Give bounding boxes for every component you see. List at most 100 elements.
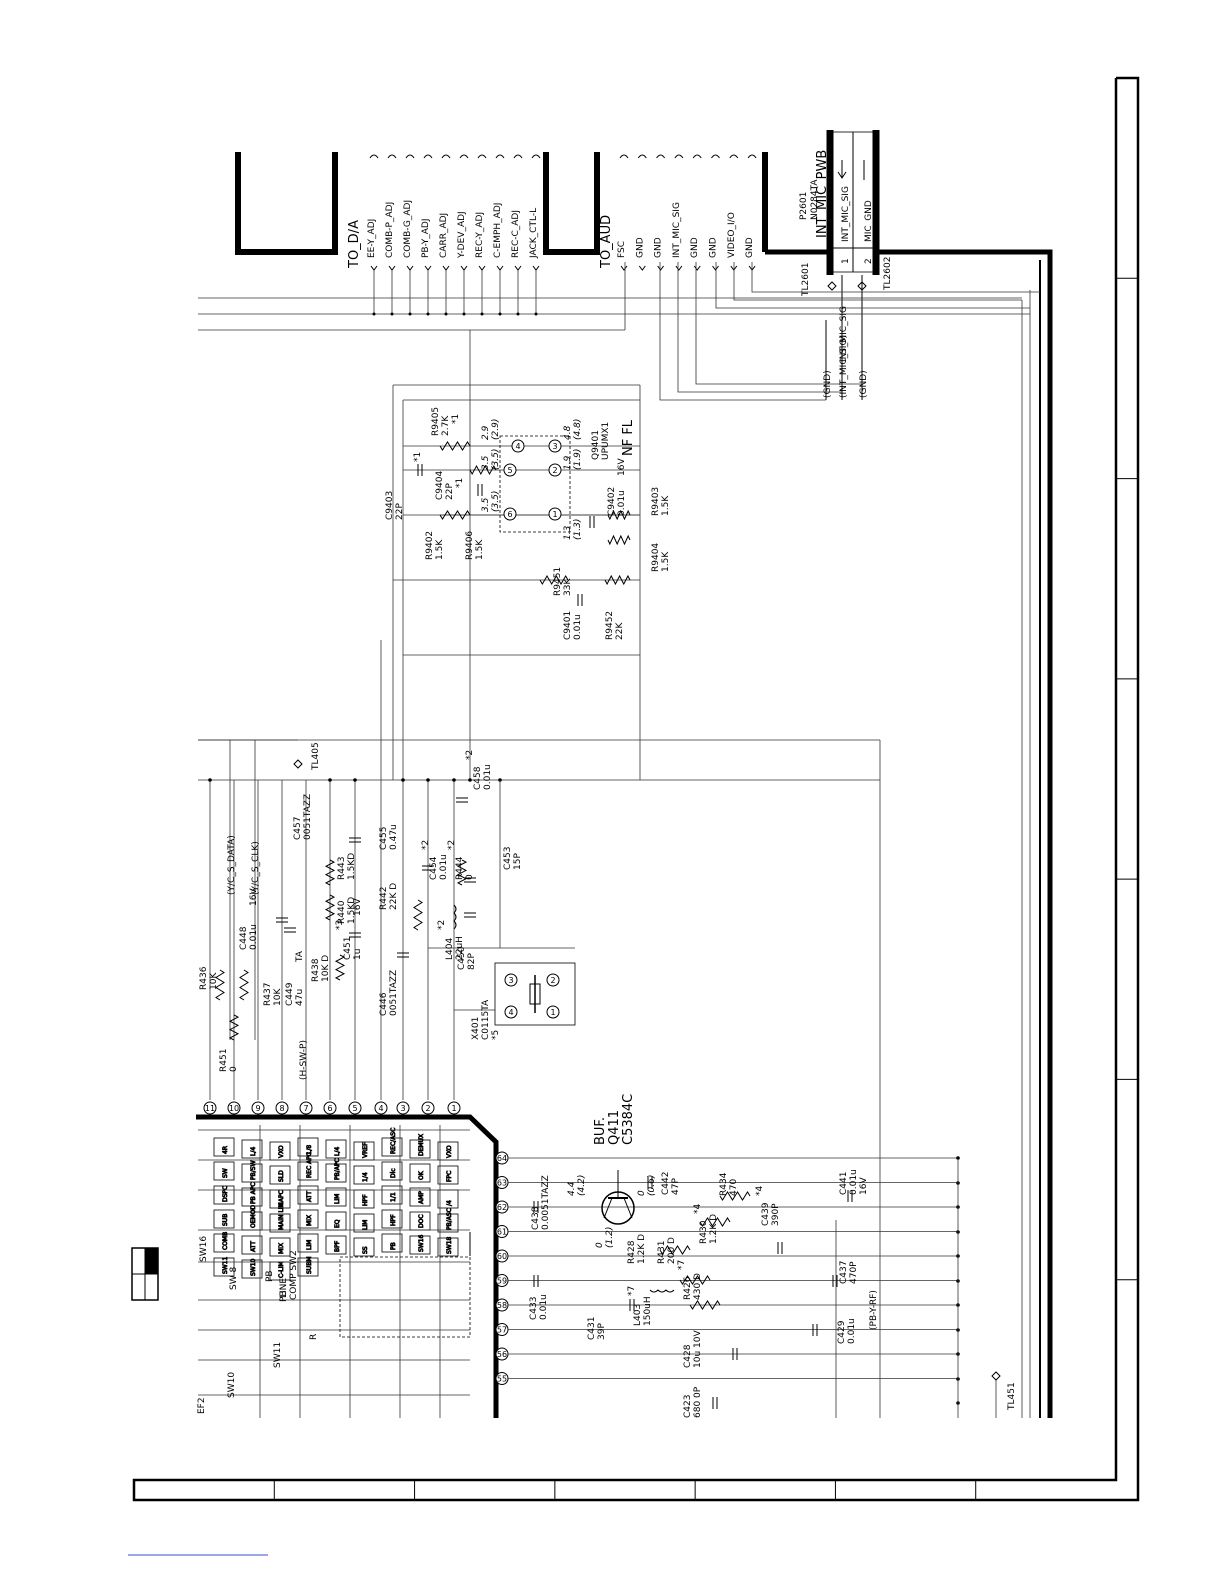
q9401-pin: 4: [511, 439, 525, 453]
svg-text:5: 5: [352, 1104, 357, 1113]
p2601-title: INT_MIC_PWB: [815, 150, 830, 238]
part-value: 1.5KD: [347, 897, 357, 924]
crystal-pin: 4: [504, 1005, 518, 1019]
q9401-pin: 2: [548, 463, 562, 477]
ic-pin-marker: 2: [421, 1101, 435, 1115]
to-da-signal-label: C-EMPH_ADJ: [493, 203, 503, 258]
ic-function-block: DOC: [409, 1211, 431, 1231]
connector-contact-icon: [369, 154, 379, 159]
ic-function-block: 1/1: [381, 1185, 403, 1205]
p2601-pin1-label: INT_MIC_SIG: [841, 186, 851, 242]
svg-text:DSPC: DSPC: [222, 1186, 229, 1202]
svg-text:SW16: SW16: [418, 1234, 425, 1252]
ic-function-block: REC APC: [297, 1152, 319, 1181]
part-value: 470P: [849, 1261, 859, 1284]
pb-y-rf-net: (PB-Y-RF): [869, 1290, 879, 1330]
voltage-reading: 3.5: [481, 455, 491, 470]
svg-text:LIM: LIM: [362, 1220, 369, 1230]
part-value: 1.2K D: [637, 1234, 647, 1264]
part-value: 150uH: [643, 1296, 653, 1326]
part-value: 430 D: [693, 1273, 703, 1300]
part-note: *2: [465, 750, 475, 760]
svg-text:PB APC: PB APC: [250, 1182, 257, 1204]
voltage-reading: 0: [637, 1190, 647, 1196]
part-ref: C450: [457, 946, 467, 970]
voltage-reading: (3.5): [491, 491, 501, 512]
part-ref: L403: [633, 1304, 643, 1326]
part-ref: R440: [337, 900, 347, 924]
part-ref: C442: [661, 1172, 671, 1195]
svg-text:AMP: AMP: [418, 1191, 425, 1204]
part-note: *1: [451, 414, 461, 424]
ic-pin-marker: 62: [495, 1200, 509, 1214]
ic-label: SW11: [273, 1342, 283, 1368]
q9401-part: UPUMX1: [601, 422, 611, 460]
x401-part: C0115TA: [481, 999, 491, 1040]
part-ref: R9451: [553, 567, 563, 596]
part-rating: 16V: [249, 888, 259, 906]
ic-function-block: SUBM: [297, 1256, 319, 1277]
part-value: 0051TAZZ: [389, 970, 399, 1016]
ic-function-block: L/4: [241, 1139, 263, 1159]
part-value: 1u: [353, 949, 363, 960]
part-ref: C449: [285, 982, 295, 1006]
ic-pin-marker: 57: [495, 1323, 509, 1336]
part-value: 0.01u: [483, 764, 493, 790]
resistor-symbol: [689, 1300, 721, 1310]
q9401-pin: 3: [548, 439, 562, 453]
ic-function-block: 4R: [213, 1137, 235, 1157]
junction-dot: [401, 778, 405, 782]
part-ref: R426: [683, 1276, 693, 1300]
arrow-down-icon: [837, 160, 847, 179]
part-ref: L404: [445, 938, 455, 960]
ic-function-block: SS: [353, 1237, 375, 1257]
ic-label: LINE: [279, 1278, 289, 1298]
junction-dot: [444, 312, 448, 316]
ic-function-block: LIM: [353, 1213, 375, 1233]
svg-text:L/8: L/8: [306, 1145, 313, 1154]
part-value: 22P: [445, 483, 455, 500]
tl2601-label: TL2601: [801, 263, 811, 297]
svg-text:61: 61: [497, 1228, 507, 1237]
q9401-ref: Q9401: [591, 430, 601, 460]
svg-text:4R: 4R: [222, 1146, 229, 1154]
to-da-title: TO_D/A: [347, 220, 362, 269]
part-ref: R443: [337, 857, 347, 880]
part-value: 0.01u: [849, 1169, 859, 1195]
part-ref: C457: [293, 817, 303, 840]
part-ref: C9401: [563, 611, 573, 640]
svg-text:REC APC: REC APC: [306, 1152, 313, 1178]
part-value: 82P: [467, 953, 477, 970]
svg-text:C-LIM: C-LIM: [278, 1261, 285, 1278]
to-aud-signal-label: GND: [635, 237, 645, 258]
voltage-reading: (0.6): [647, 1175, 657, 1196]
part-value: 10u 10V: [693, 1330, 703, 1368]
part-note: *1: [413, 452, 423, 462]
junction-dot: [408, 312, 412, 316]
q9401-pin: 1: [548, 507, 562, 521]
part-value: 47u: [295, 989, 305, 1006]
ic-function-block: Dlc: [381, 1161, 403, 1181]
ic-function-block: SW: [213, 1161, 235, 1181]
ic-function-block: SW11: [213, 1256, 235, 1277]
svg-text:SUB: SUB: [222, 1214, 229, 1226]
svg-text:5: 5: [507, 466, 512, 475]
ic-function-block: SAPC: [269, 1189, 291, 1209]
ic-function-block: VXO: [269, 1141, 291, 1161]
ic-pin-marker: 63: [495, 1176, 509, 1189]
resistor-symbol: [539, 575, 569, 585]
ic-function-block: SUB: [213, 1209, 235, 1229]
to-aud-signal-label: FSC: [617, 241, 627, 258]
part-note: *3: [335, 920, 345, 930]
svg-text:L/4: L/4: [334, 1147, 341, 1156]
to-aud-signal-label: GND: [709, 237, 719, 258]
ic-function-block: LIM: [325, 1187, 347, 1207]
svg-text:OK: OK: [418, 1170, 425, 1180]
part-note: *2: [447, 840, 457, 850]
svg-text:MAIN LIM: MAIN LIM: [278, 1202, 285, 1230]
ic-pin-marker: 60: [495, 1249, 509, 1263]
connector-pin-icon: [370, 265, 378, 271]
ic-pin-marker: 1: [447, 1101, 461, 1115]
to-aud-title: TO_AUD: [599, 215, 614, 269]
